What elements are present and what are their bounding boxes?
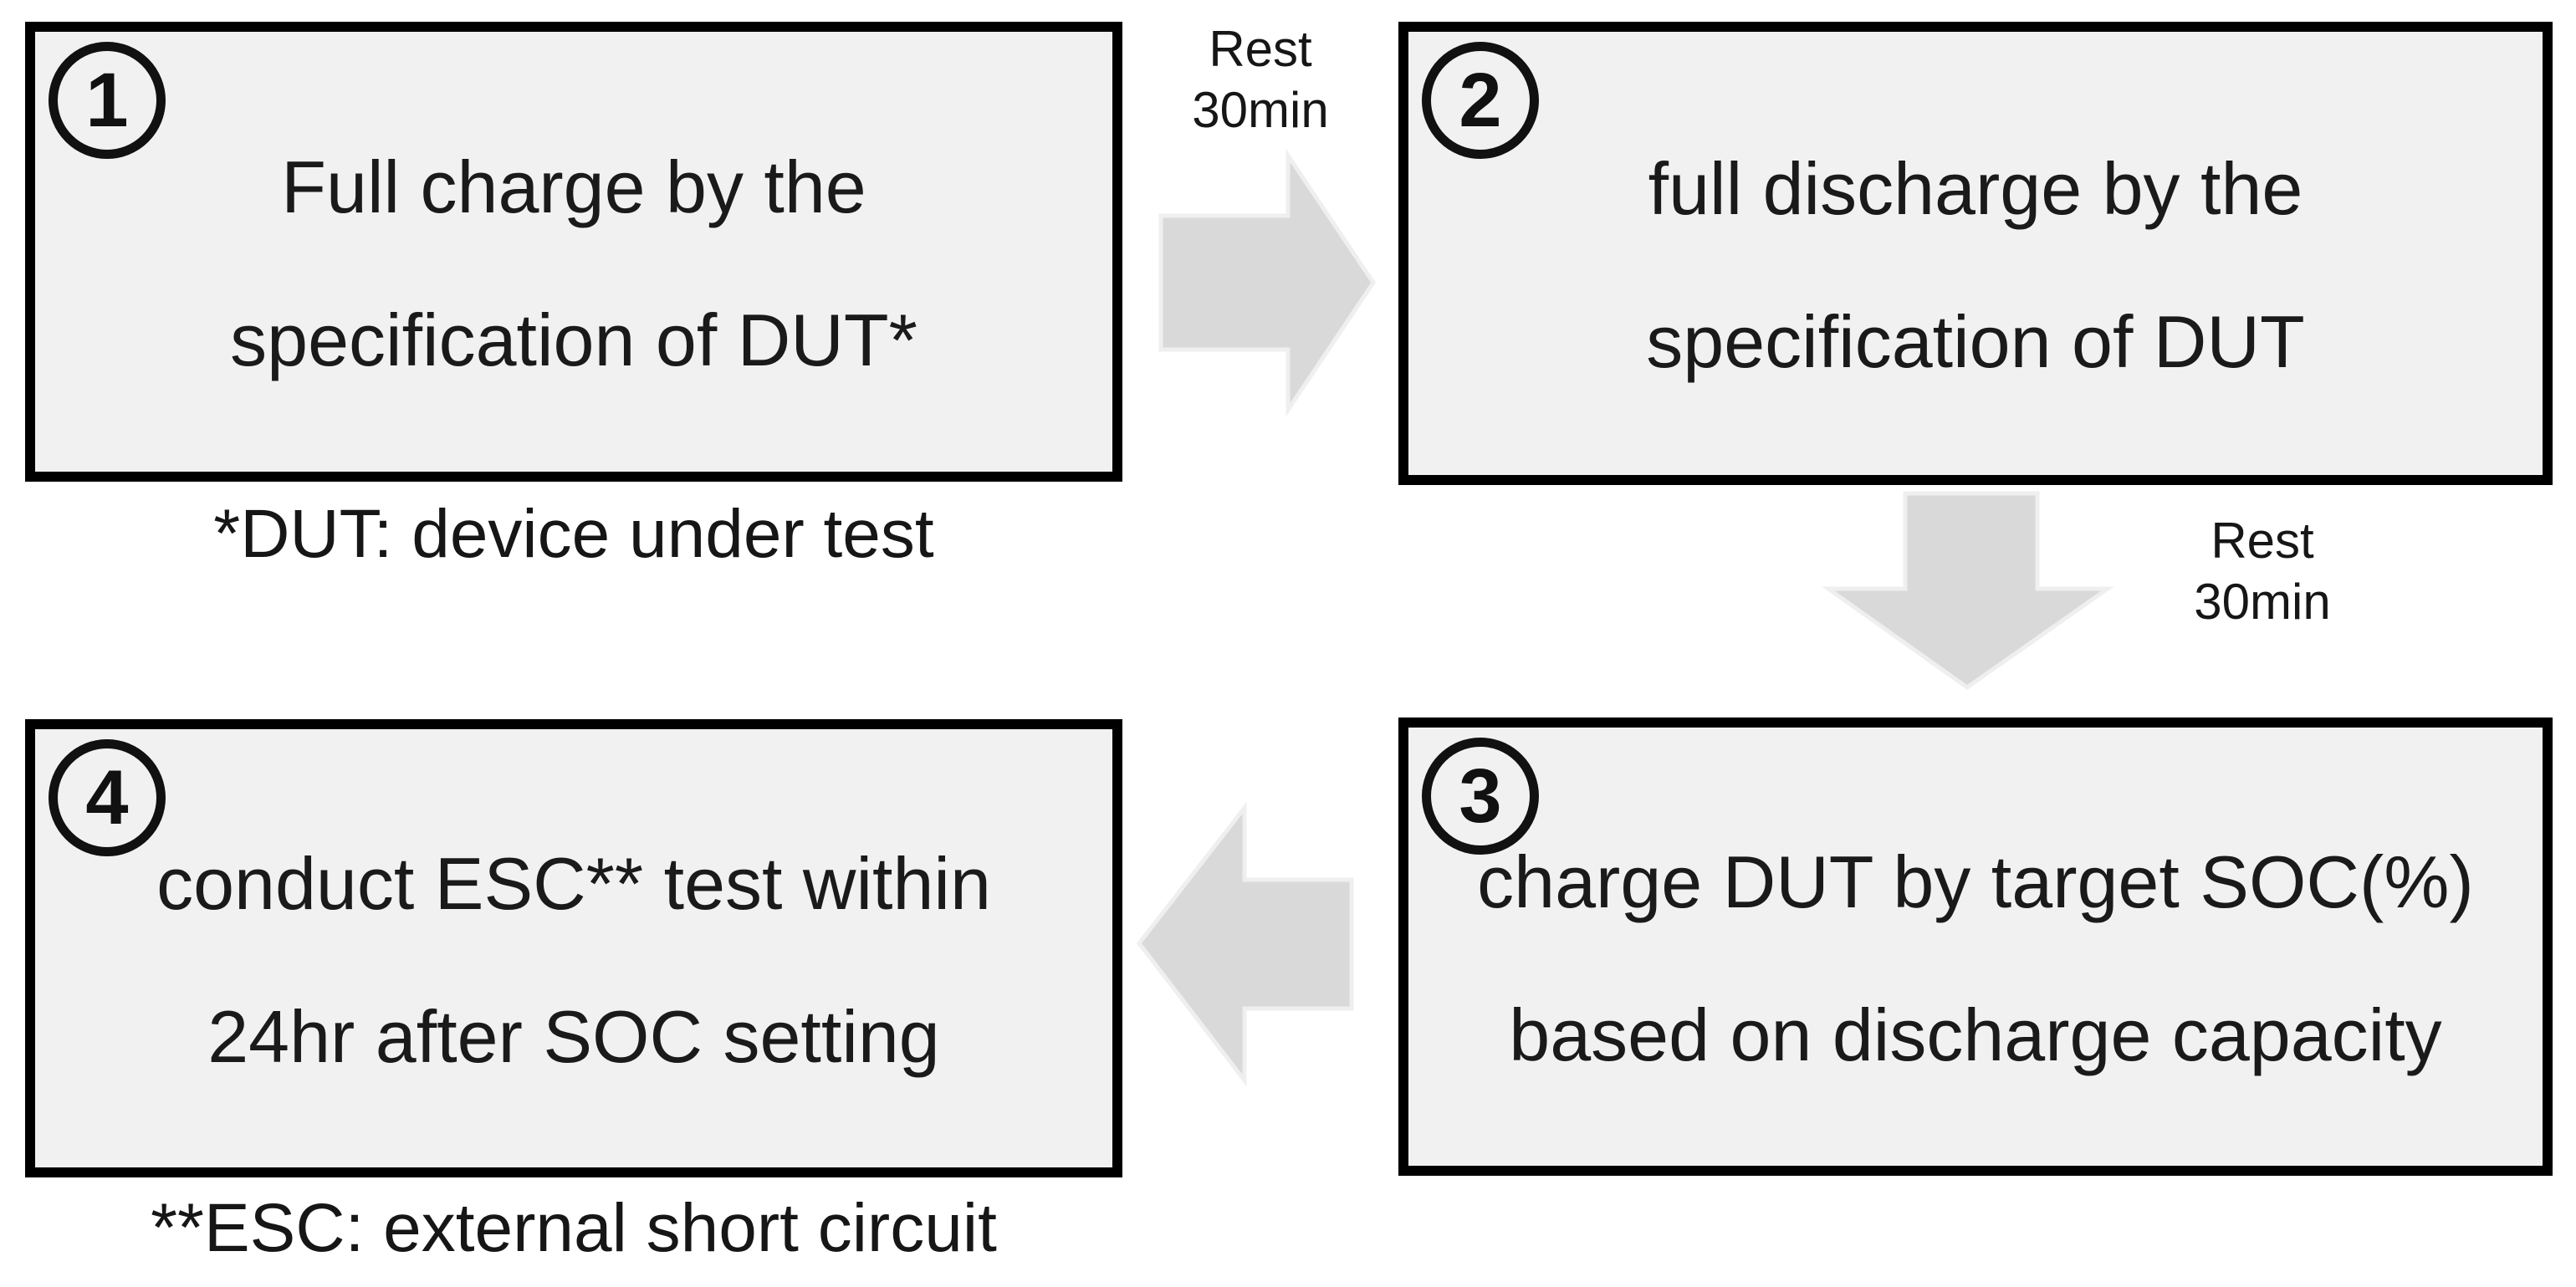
step-3-number-badge: 3 <box>1422 738 1539 855</box>
step-box-4: 4 conduct ESC** test within 24hr after S… <box>25 719 1122 1177</box>
arrow-right-icon <box>1158 148 1377 417</box>
footnote-esc: **ESC: external short circuit <box>151 1190 997 1266</box>
step-2-line-1: full discharge by the <box>1648 146 2303 230</box>
arrow-left-icon <box>1136 801 1354 1087</box>
rest-label-right-line-1: Rest <box>2211 513 2314 569</box>
step-4-line-1: conduct ESC** test within <box>156 841 991 925</box>
step-4-line-2: 24hr after SOC setting <box>207 995 940 1078</box>
rest-label-top: Rest 30min <box>1122 18 1398 140</box>
step-box-2: 2 full discharge by the specification of… <box>1398 22 2553 485</box>
step-2-line-2: specification of DUT <box>1646 300 2305 383</box>
arrow-down-icon <box>1822 491 2114 691</box>
step-2-number-badge: 2 <box>1422 42 1539 159</box>
step-3-line-1: charge DUT by target SOC(%) <box>1477 840 2474 923</box>
step-3-line-2: based on discharge capacity <box>1509 993 2442 1076</box>
step-2-text: full discharge by the specification of D… <box>1646 89 2304 418</box>
step-1-line-1: Full charge by the <box>281 145 866 228</box>
step-1-line-2: specification of DUT* <box>230 299 917 381</box>
step-3-text: charge DUT by target SOC(%) based on dis… <box>1477 782 2474 1111</box>
rest-label-right-line-2: 30min <box>2194 574 2331 631</box>
rest-label-top-line-1: Rest <box>1209 21 1312 77</box>
step-4-number-badge: 4 <box>49 739 166 856</box>
step-1-text: Full charge by the specification of DUT* <box>230 87 917 416</box>
rest-label-right: Rest 30min <box>2124 510 2400 632</box>
step-box-3: 3 charge DUT by target SOC(%) based on d… <box>1398 718 2553 1176</box>
step-1-number-badge: 1 <box>49 42 166 159</box>
step-box-1: 1 Full charge by the specification of DU… <box>25 22 1122 482</box>
rest-label-top-line-2: 30min <box>1192 82 1329 139</box>
step-4-text: conduct ESC** test within 24hr after SOC… <box>156 784 991 1113</box>
footnote-dut: *DUT: device under test <box>213 496 934 572</box>
